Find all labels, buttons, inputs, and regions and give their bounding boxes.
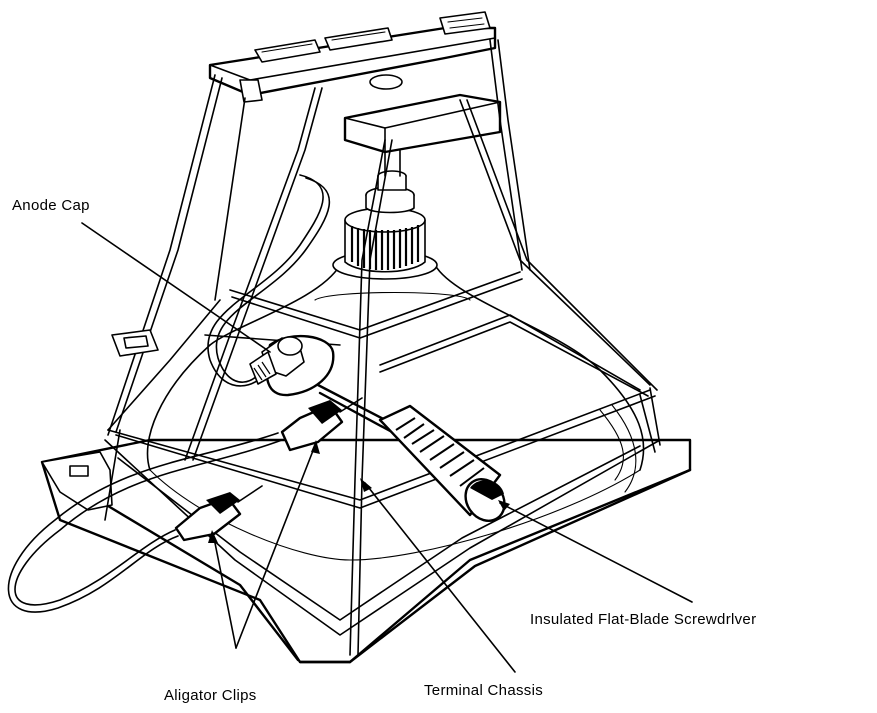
- leader-terminal-chassis: [364, 482, 516, 673]
- arrowhead-clip-lower: [208, 530, 218, 543]
- arrowhead-chassis: [360, 478, 372, 492]
- leader-clip-lower: [212, 532, 237, 649]
- label-alligator-clips: Aligator Clips: [164, 687, 257, 704]
- label-screwdriver: Insulated Flat-Blade Screwdrlver: [530, 611, 756, 628]
- leader-screwdriver: [499, 502, 693, 603]
- neck-clamp: [343, 74, 502, 154]
- chassis-frame: [104, 39, 661, 656]
- label-terminal-chassis: Terminal Chassis: [424, 682, 543, 699]
- leader-lines: [81, 222, 693, 673]
- alligator-clip-lower: [174, 485, 263, 542]
- arrowhead-screwdriver: [498, 500, 510, 511]
- anode-lead: [207, 174, 331, 387]
- label-anode-cap: Anode Cap: [12, 197, 90, 214]
- arrowhead-clip-upper: [311, 440, 320, 454]
- leader-anode-cap: [81, 222, 271, 353]
- clip-leads: [7, 432, 283, 613]
- connector-board: [208, 11, 497, 103]
- leader-clip-upper: [235, 442, 317, 649]
- anode-cap: [249, 334, 335, 397]
- deflection-yoke: [332, 149, 438, 280]
- screwdriver: [316, 383, 506, 522]
- alligator-clip-upper: [280, 397, 363, 452]
